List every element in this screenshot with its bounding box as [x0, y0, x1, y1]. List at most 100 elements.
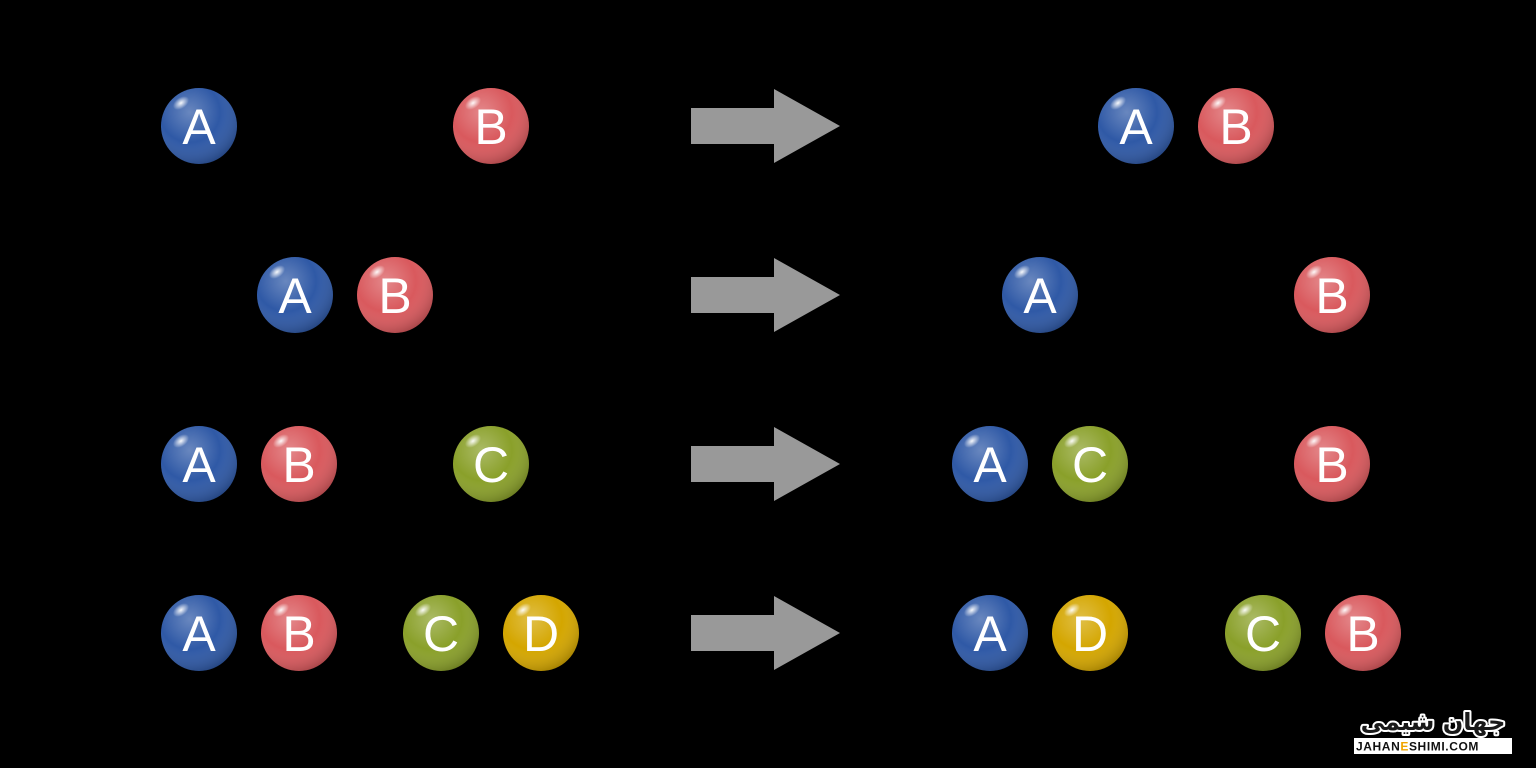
- atom-b: B: [261, 595, 337, 671]
- watermark-url-text: JAHANESHIMI.COM: [1356, 740, 1479, 754]
- atom-b-label: B: [1346, 606, 1379, 662]
- jahaneshimi-watermark: جهان شیمی جهان شیمی JAHANESHIMI.COM: [1352, 704, 1514, 758]
- atom-group-a: A: [161, 88, 237, 164]
- atom-b: B: [453, 88, 529, 164]
- jahaneshimi-logo-icon: جهان شیمی جهان شیمی JAHANESHIMI.COM: [1354, 706, 1512, 754]
- atom-highlight: [268, 265, 286, 279]
- atom-b: B: [1325, 595, 1401, 671]
- atom-group-b: B: [453, 88, 529, 164]
- atom-a-label: A: [1023, 268, 1057, 324]
- atom-c-label: C: [1245, 606, 1281, 662]
- atom-b-label: B: [1315, 437, 1348, 493]
- atom-b: B: [357, 257, 433, 333]
- atom-d: D: [1052, 595, 1128, 671]
- atom-a-label: A: [973, 437, 1007, 493]
- atom-highlight: [272, 603, 290, 617]
- atom-highlight: [1209, 96, 1227, 110]
- atom-b-label: B: [1219, 99, 1252, 155]
- reaction-arrow-icon: [691, 89, 840, 163]
- reaction-arrow-icon: [691, 258, 840, 332]
- atom-a: A: [161, 595, 237, 671]
- atom-highlight: [1013, 265, 1031, 279]
- atom-a-label: A: [1119, 99, 1153, 155]
- atom-d-label: D: [1072, 606, 1108, 662]
- atom-highlight: [1336, 603, 1354, 617]
- atom-c: C: [1052, 426, 1128, 502]
- atom-group-b: B: [1294, 257, 1370, 333]
- atom-highlight: [1063, 603, 1081, 617]
- atom-highlight: [963, 603, 981, 617]
- atom-highlight: [1305, 434, 1323, 448]
- atom-a-label: A: [278, 268, 312, 324]
- atom-a: A: [952, 595, 1028, 671]
- atom-a: A: [257, 257, 333, 333]
- atom-highlight: [963, 434, 981, 448]
- atom-a-label: A: [973, 606, 1007, 662]
- atom-b-label: B: [1315, 268, 1348, 324]
- atom-b: B: [1294, 257, 1370, 333]
- atom-highlight: [1236, 603, 1254, 617]
- atom-c: C: [1225, 595, 1301, 671]
- reaction-arrow-icon: [691, 596, 840, 670]
- atom-highlight: [172, 434, 190, 448]
- atom-b-label: B: [282, 437, 315, 493]
- watermark-persian-outline: جهان شیمی: [1361, 708, 1506, 736]
- atom-c: C: [453, 426, 529, 502]
- atom-highlight: [464, 96, 482, 110]
- atom-b: B: [261, 426, 337, 502]
- atom-c-label: C: [1072, 437, 1108, 493]
- atom-highlight: [514, 603, 532, 617]
- atom-b-label: B: [474, 99, 507, 155]
- atom-highlight: [464, 434, 482, 448]
- atom-d-label: D: [523, 606, 559, 662]
- atom-group-b: B: [1294, 426, 1370, 502]
- watermark-persian-text: جهان شیمی: [1361, 708, 1506, 736]
- atom-highlight: [172, 96, 190, 110]
- atom-b-label: B: [378, 268, 411, 324]
- atom-a-label: A: [182, 606, 216, 662]
- atom-highlight: [272, 434, 290, 448]
- atom-c-label: C: [423, 606, 459, 662]
- atom-highlight: [368, 265, 386, 279]
- atom-c: C: [403, 595, 479, 671]
- reaction-arrow-icon: [691, 427, 840, 501]
- atom-a: A: [1002, 257, 1078, 333]
- atom-highlight: [172, 603, 190, 617]
- atom-a: A: [161, 88, 237, 164]
- atom-b-label: B: [282, 606, 315, 662]
- atom-c-label: C: [473, 437, 509, 493]
- atom-a: A: [161, 426, 237, 502]
- atom-a-label: A: [182, 99, 216, 155]
- atom-highlight: [1063, 434, 1081, 448]
- atom-a: A: [1098, 88, 1174, 164]
- atom-b: B: [1294, 426, 1370, 502]
- atom-highlight: [414, 603, 432, 617]
- watermark-url-background: [1354, 738, 1512, 754]
- atom-a-label: A: [182, 437, 216, 493]
- atom-group-c: C: [453, 426, 529, 502]
- atom-group-a: A: [1002, 257, 1078, 333]
- atom-b: B: [1198, 88, 1274, 164]
